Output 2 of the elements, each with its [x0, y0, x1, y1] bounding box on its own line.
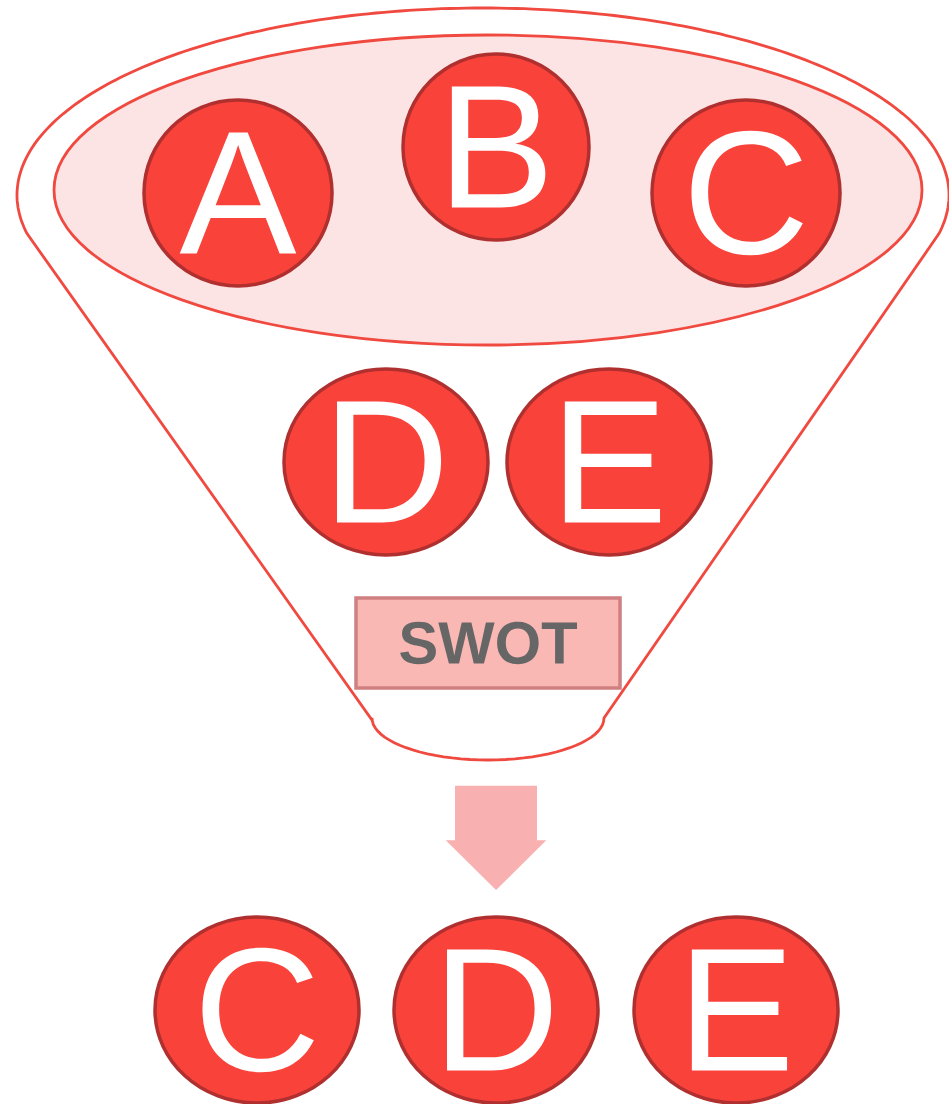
funnel-shape [15, 6, 949, 762]
label-box: SWOT [354, 596, 622, 690]
